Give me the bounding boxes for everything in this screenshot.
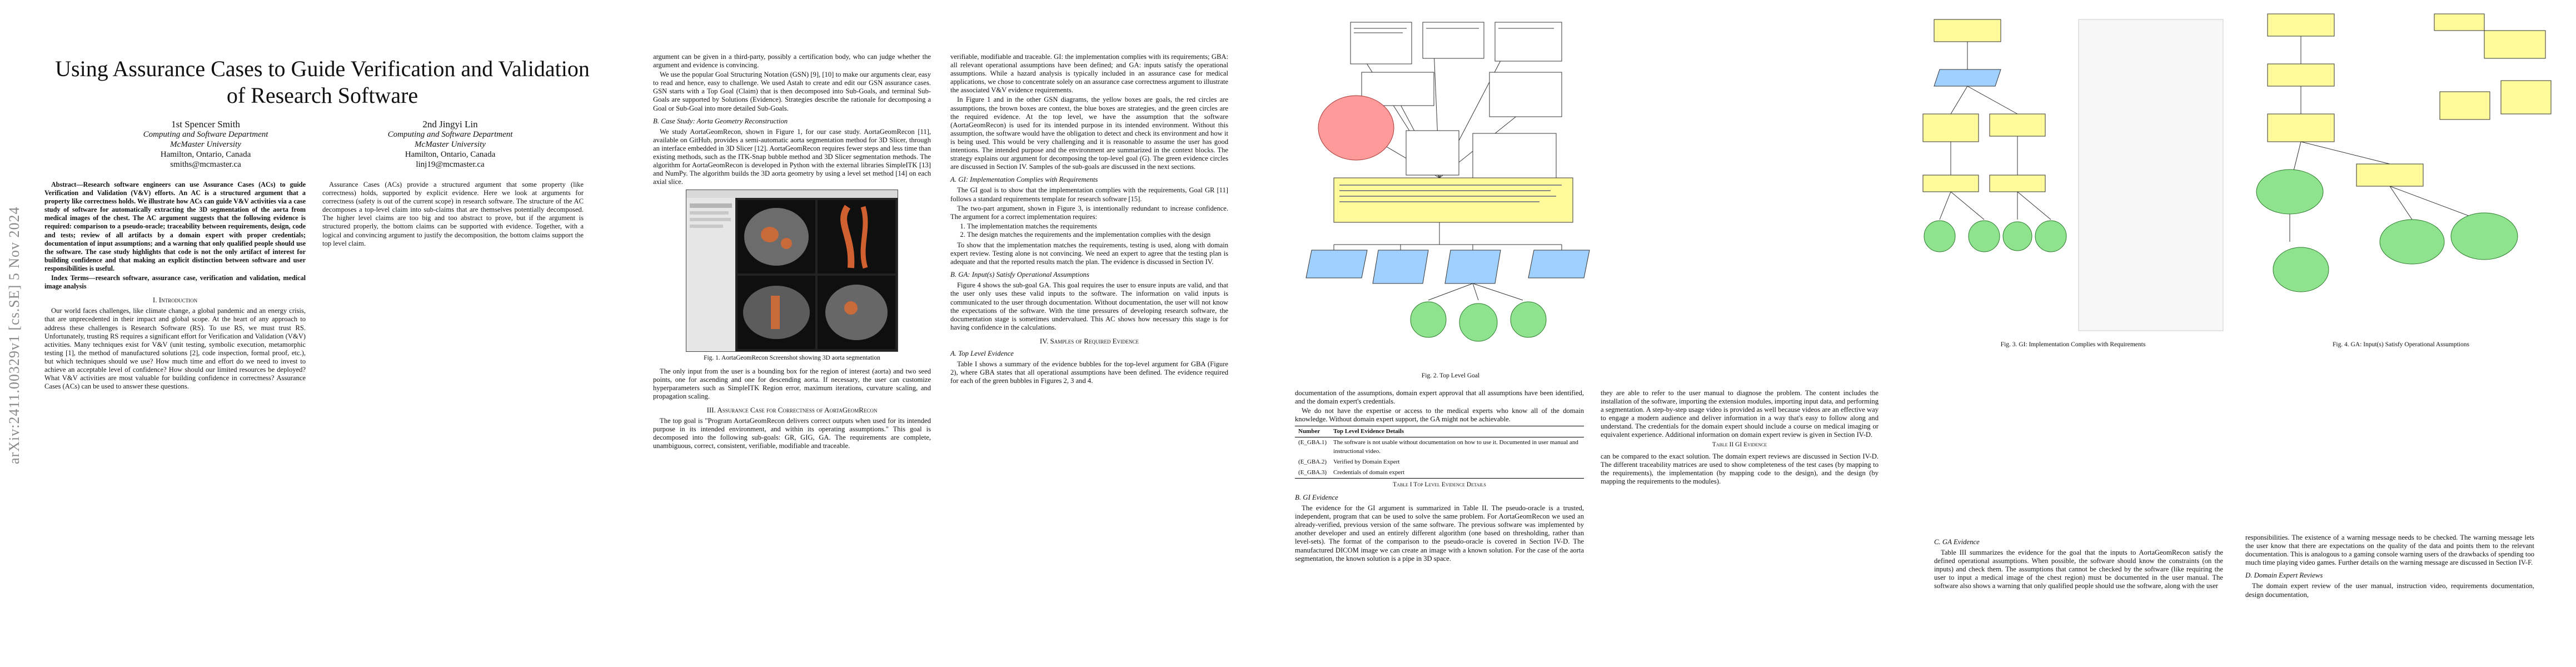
paragraph: We do not have the expertise or access t… <box>1295 407 1584 424</box>
subsection-heading: B. GA: Input(s) Satisfy Operational Assu… <box>950 271 1090 279</box>
paragraph: Figure 4 shows the sub-goal GA. This goa… <box>950 281 1228 331</box>
gsn-top-level-diagram <box>1306 22 1590 342</box>
paragraph: The GI goal is to show that the implemen… <box>950 186 1228 203</box>
paper-page-3: Fig. 2. Top Level Goal documentation of … <box>1273 0 1898 667</box>
page3-column-left: documentation of the assumptions, domain… <box>1295 389 1584 564</box>
page2-column-right: verifiable, modifiable and traceable. GI… <box>950 53 1228 386</box>
page1-column-left: Abstract—Research software engineers can… <box>44 181 306 392</box>
page1-column-right: Assurance Cases (ACs) provide a structur… <box>322 181 584 249</box>
evidence-table-1: Number Top Level Evidence Details (E_GBA… <box>1295 426 1584 479</box>
page4-column-left: C. GA Evidence Table III summarizes the … <box>1934 534 2223 592</box>
figure-caption: Fig. 1. AortaGeomRecon Screenshot showin… <box>704 355 880 362</box>
table-row: (E_GBA.1)The software is not usable with… <box>1298 439 1578 455</box>
page3-column-right: they are able to refer to the user manua… <box>1601 389 1879 487</box>
gsn-input-assumptions-figure <box>2245 8 2557 336</box>
list-item: The design matches the requirements and … <box>967 231 1228 239</box>
figure-caption: Fig. 4. GA: Input(s) Satisfy Operational… <box>2333 341 2469 348</box>
paragraph: The top goal is "Program AortaGeomRecon … <box>653 416 931 450</box>
index-terms: Index Terms—research software, assurance… <box>44 274 306 291</box>
paragraph: responsibilities. The existence of a war… <box>2245 534 2534 567</box>
table-row: (E_GBA.2)Verified by Domain Expert <box>1298 458 1400 465</box>
paragraph: The two-part argument, shown in Figure 3… <box>950 204 1228 221</box>
paragraph: Our world faces challenges, like climate… <box>44 307 306 391</box>
list-item: The implementation matches the requireme… <box>967 222 1228 231</box>
paper-page-4: Fig. 3. GI: Implementation Complies with… <box>1912 0 2568 667</box>
paragraph: We use the popular Goal Structuring Nota… <box>653 71 931 112</box>
gsn-input-assumptions-diagram <box>2256 13 2552 292</box>
paragraph: We study AortaGeomRecon, shown in Figure… <box>653 127 931 186</box>
paragraph: Table III summarizes the evidence for th… <box>1934 549 2223 590</box>
author-2: 2nd Jingyi Lin Computing and Software De… <box>387 119 513 170</box>
gsn-implementation-figure <box>1917 8 2229 336</box>
slicer-screenshot-image <box>686 190 898 352</box>
paragraph: they are able to refer to the user manua… <box>1601 389 1879 439</box>
gsn-implementation-diagram <box>1922 19 2224 331</box>
table-row: (E_GBA.3)Credentials of domain expert <box>1295 467 1584 479</box>
slicer-screenshot-figure <box>686 190 898 352</box>
paragraph: argument can be given in a third-party, … <box>653 53 931 69</box>
paragraph: The evidence for the GI argument is summ… <box>1295 504 1584 563</box>
subsection-heading: A. GI: Implementation Complies with Requ… <box>950 176 1098 184</box>
paragraph: In Figure 1 and in the other GSN diagram… <box>950 96 1228 171</box>
figure-caption: Fig. 2. Top Level Goal <box>1421 372 1480 379</box>
table-header: Number <box>1298 428 1321 435</box>
paragraph: The only input from the user is a boundi… <box>653 367 931 400</box>
subsection-heading: B. Case Study: Aorta Geometry Reconstruc… <box>653 117 788 125</box>
gsn-top-level-figure <box>1295 11 1606 367</box>
paragraph: To show that the implementation matches … <box>950 241 1228 266</box>
table-caption: Table II GI Evidence <box>1712 441 1767 448</box>
subsection-heading: D. Domain Expert Reviews <box>2245 571 2323 580</box>
page2-column-left: argument can be given in a third-party, … <box>653 53 931 451</box>
page4-column-right: responsibilities. The existence of a war… <box>2245 534 2534 600</box>
paragraph: documentation of the assumptions, domain… <box>1295 389 1584 406</box>
section-heading: IV. Samples of Required Evidence <box>1039 336 1139 345</box>
paper-page-2: argument can be given in a third-party, … <box>634 0 1259 667</box>
paragraph: Table I shows a summary of the evidence … <box>950 360 1228 385</box>
abstract: Abstract—Research software engineers can… <box>44 181 306 272</box>
paragraph: verifiable, modifiable and traceable. GI… <box>950 53 1228 94</box>
paragraph: Assurance Cases (ACs) provide a structur… <box>322 181 584 247</box>
numbered-list: The implementation matches the requireme… <box>950 222 1228 239</box>
subsection-heading: A. Top Level Evidence <box>950 350 1014 357</box>
subsection-heading: B. GI Evidence <box>1295 493 1338 501</box>
arxiv-identifier: arXiv:2411.00329v1 [cs.SE] 5 Nov 2024 <box>6 206 22 464</box>
paragraph: can be compared to the exact solution. T… <box>1601 452 1879 485</box>
subsection-heading: C. GA Evidence <box>1934 538 1980 546</box>
paper-page-1: arXiv:2411.00329v1 [cs.SE] 5 Nov 2024 Us… <box>0 0 625 667</box>
author-1: 1st Spencer Smith Computing and Software… <box>143 119 268 170</box>
figure-caption: Fig. 3. GI: Implementation Complies with… <box>2000 341 2146 348</box>
paragraph: The domain expert review of the user man… <box>2245 582 2534 599</box>
section-heading: I. Introduction <box>152 296 198 305</box>
paper-title: Using Assurance Cases to Guide Verificat… <box>55 56 590 108</box>
table-header: Top Level Evidence Details <box>1333 428 1404 435</box>
table-caption: Table I Top Level Evidence Details <box>1393 481 1486 488</box>
section-heading: III. Assurance Case for Correctness of A… <box>706 405 878 414</box>
